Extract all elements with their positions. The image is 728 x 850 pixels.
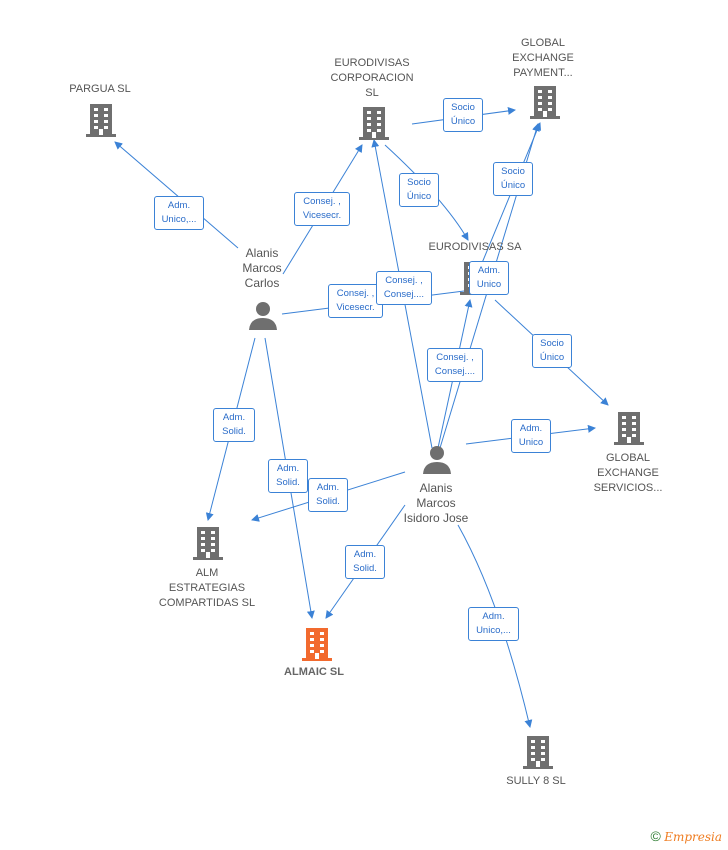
person-icon bbox=[423, 446, 451, 474]
node-label-eurodivisas-corporacion[interactable]: EURODIVISAS CORPORACION SL bbox=[330, 57, 414, 99]
building-icon bbox=[193, 527, 223, 560]
edge-label: Consej. , Consej.... bbox=[376, 271, 432, 305]
node-label-global-exchange-payment[interactable]: GLOBAL EXCHANGE PAYMENT... bbox=[512, 37, 574, 79]
edge-label: Socio Único bbox=[532, 334, 572, 368]
edge-label: Adm. Solid. bbox=[213, 408, 255, 442]
person-icon bbox=[249, 302, 277, 330]
edge-label: Adm. Solid. bbox=[268, 459, 308, 493]
brand-name: Empresia bbox=[664, 830, 722, 844]
edge-label: Adm. Unico bbox=[469, 261, 509, 295]
person-label-isidoro[interactable]: Alanis Marcos Isidoro Jose bbox=[403, 481, 469, 525]
edge-label: Socio Único bbox=[443, 98, 483, 132]
edge-line bbox=[114, 141, 239, 249]
brand-watermark: © Empresia bbox=[651, 828, 722, 844]
copyright-icon: © bbox=[650, 828, 661, 844]
person-label-carlos[interactable]: Alanis Marcos Carlos bbox=[242, 246, 282, 290]
focus-building-icon bbox=[302, 628, 332, 661]
building-icon bbox=[86, 104, 116, 137]
edge-label: Consej. , Vicesecr. bbox=[294, 192, 350, 226]
edge-label: Socio Único bbox=[493, 162, 533, 196]
edge-label: Adm. Solid. bbox=[308, 478, 348, 512]
edge-label: Adm. Solid. bbox=[345, 545, 385, 579]
edge-label: Adm. Unico bbox=[511, 419, 551, 453]
node-label-almaic[interactable]: ALMAIC SL bbox=[284, 666, 344, 678]
node-label-pargua[interactable]: PARGUA SL bbox=[69, 83, 131, 95]
edge-label: Socio Único bbox=[399, 173, 439, 207]
building-icon bbox=[530, 86, 560, 119]
node-label-eurodivisas-sa[interactable]: EURODIVISAS SA bbox=[428, 241, 522, 253]
edge-label: Adm. Unico,... bbox=[468, 607, 519, 641]
edge-label: Adm. Unico,... bbox=[154, 196, 204, 230]
building-icon bbox=[614, 412, 644, 445]
node-label-alm-estrategias[interactable]: ALM ESTRATEGIAS COMPARTIDAS SL bbox=[158, 567, 256, 609]
building-icon bbox=[359, 107, 389, 140]
building-icon bbox=[523, 736, 553, 769]
edge-label: Consej. , Vicesecr. bbox=[328, 284, 383, 318]
node-label-global-exchange-servicios[interactable]: GLOBAL EXCHANGE SERVICIOS... bbox=[593, 452, 663, 494]
node-label-sully[interactable]: SULLY 8 SL bbox=[506, 775, 566, 787]
edge-label: Consej. , Consej.... bbox=[427, 348, 483, 382]
